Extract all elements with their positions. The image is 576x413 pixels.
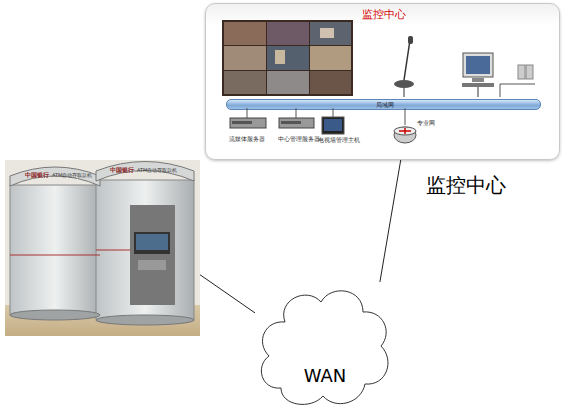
cloud-outline (255, 282, 395, 410)
atm-booth: 中国银行ATM自动存取款机中国银行ATM自动存取款机 (5, 158, 200, 336)
node-text: 监控中心 (206, 9, 561, 21)
node-text: WAN (255, 366, 395, 386)
cloud-shape: WAN (255, 282, 395, 410)
node-text: 局域网 (227, 102, 542, 109)
node-text: 中国银行 (110, 167, 134, 174)
device-label: 中心管理服务器 (278, 136, 320, 142)
device-label: 流媒体服务器 (229, 136, 265, 142)
device-label: 电视墙管理主机 (318, 137, 360, 143)
network-link (200, 275, 255, 313)
node-text: 中国银行 (25, 172, 49, 179)
node-text: ATM自动存取款机 (137, 168, 177, 174)
network-link (380, 160, 401, 282)
device-label: 专业网 (417, 120, 435, 126)
node-text: 监控中心 (426, 174, 506, 196)
node-text: ATM自动存取款机 (52, 173, 92, 179)
lan-bus: 局域网 (226, 99, 541, 110)
